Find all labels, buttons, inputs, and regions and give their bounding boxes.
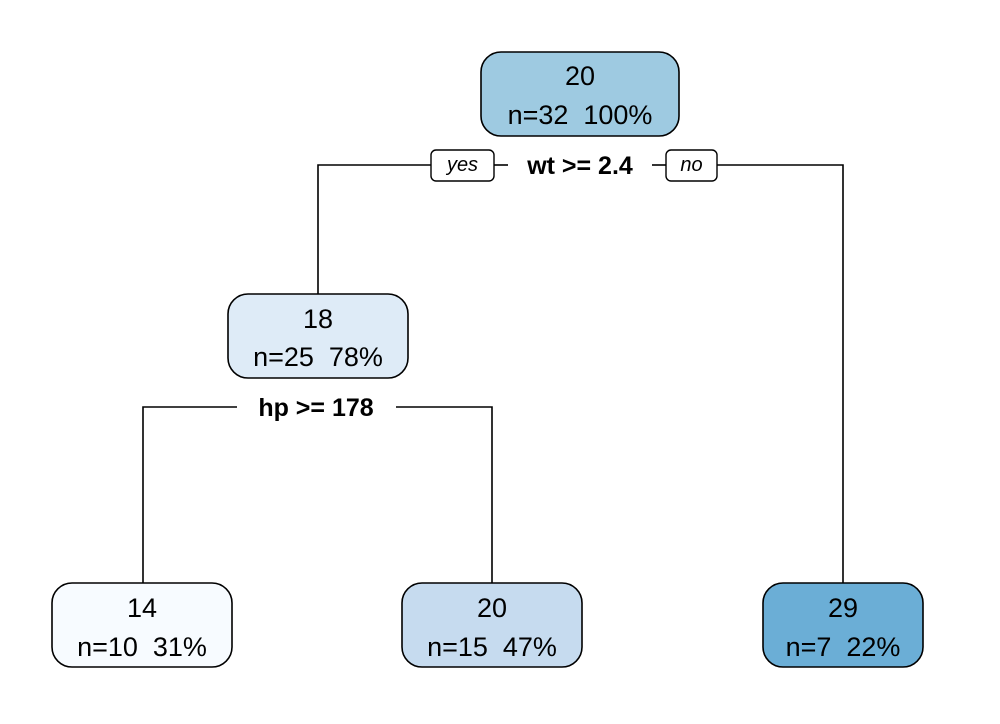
node-left-stats: n=25 78% (253, 342, 383, 372)
node-left-left-stats: n=10 31% (77, 632, 207, 662)
node-left-right-stats: n=15 47% (427, 632, 557, 662)
no-label: no (680, 154, 702, 176)
node-right: 29 n=7 22% (762, 582, 924, 668)
node-right-value: 29 (828, 593, 858, 623)
split-left-label: hp >= 178 (258, 394, 373, 422)
yes-label-box (430, 149, 495, 182)
split-left: hp >= 178 (258, 394, 373, 422)
node-left-right-box (401, 582, 583, 668)
node-root-stats: n=32 100% (508, 100, 653, 130)
node-left-left-value: 14 (127, 593, 157, 623)
node-left: 18 n=25 78% (227, 293, 409, 379)
tree-edges (142, 164, 844, 583)
node-left-left-box (51, 582, 233, 668)
node-right-stats: n=7 22% (786, 632, 901, 662)
split-root: yes wt >= 2.4 no (430, 149, 718, 182)
edge-root-to-left (317, 164, 431, 294)
node-root: 20 n=32 100% (480, 51, 680, 137)
node-right-box (762, 582, 924, 668)
node-root-box (480, 51, 680, 137)
node-root-value: 20 (565, 61, 595, 91)
edge-left-to-left-right (396, 406, 493, 583)
edge-left-to-left-left (142, 406, 237, 583)
split-root-label: wt >= 2.4 (526, 152, 633, 180)
no-label-box (665, 149, 718, 182)
node-left-left: 14 n=10 31% (51, 582, 233, 668)
node-left-box (227, 293, 409, 379)
node-left-value: 18 (303, 304, 333, 334)
node-left-right: 20 n=15 47% (401, 582, 583, 668)
edge-root-to-right (717, 164, 844, 583)
node-left-right-value: 20 (477, 593, 507, 623)
yes-label: yes (445, 154, 478, 176)
